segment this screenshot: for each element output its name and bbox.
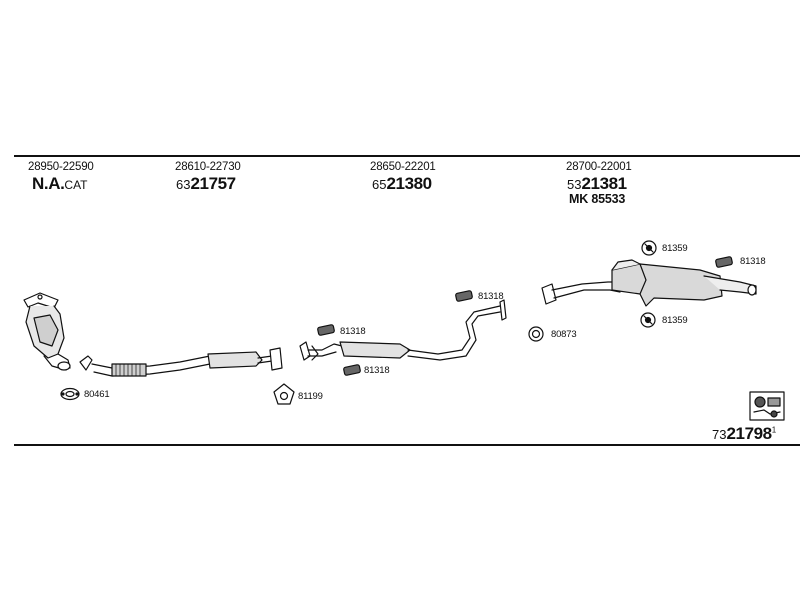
top-rule	[14, 155, 800, 157]
part-prefix-3: 65	[372, 177, 387, 192]
intermediate-pipe-drawing	[299, 299, 507, 361]
label-80461: 80461	[84, 389, 110, 400]
clamp-81359-bottom-drawing	[640, 312, 656, 328]
clamp-81359-top-drawing	[641, 240, 657, 256]
label-81359-top: 81359	[662, 243, 688, 254]
part-main-4: 21381	[581, 174, 627, 193]
label-81199: 81199	[298, 391, 323, 402]
front-pipe-drawing	[79, 347, 283, 377]
part-prefix-4: 53	[567, 177, 582, 192]
hanger-81318-drawing-d	[715, 256, 733, 268]
oe-number-2: 28610-22730	[175, 161, 241, 173]
gasket-80461-drawing	[60, 387, 80, 401]
label-81359-bottom: 81359	[662, 315, 688, 326]
mk-number: MK 85533	[569, 192, 626, 206]
part-number-4: 5321381	[567, 174, 627, 194]
cat-ref-small: CAT	[64, 178, 88, 192]
label-81318-d: 81318	[740, 256, 766, 267]
kit-number: 73217981	[712, 424, 776, 444]
label-81318-a: 81318	[340, 326, 366, 337]
kit-icon	[749, 391, 785, 421]
catalytic-converter-drawing	[23, 292, 71, 371]
part-main-3: 21380	[386, 174, 432, 193]
cat-label: N.A.CAT	[32, 174, 88, 194]
oe-number-4: 28700-22001	[566, 161, 632, 173]
part-prefix-2: 63	[176, 177, 191, 192]
hanger-81318-drawing-a	[317, 324, 335, 336]
part-number-3: 6521380	[372, 174, 432, 194]
kit-prefix: 73	[712, 427, 727, 442]
cat-ref-bold: N.A.	[32, 174, 65, 193]
label-80873: 80873	[551, 329, 577, 340]
part-number-2: 6321757	[176, 174, 236, 194]
hanger-81318-drawing-b	[343, 364, 361, 376]
gasket-81199-drawing	[273, 383, 295, 405]
label-81318-c: 81318	[478, 291, 504, 302]
rear-silencer-drawing	[541, 259, 757, 307]
part-main-2: 21757	[190, 174, 236, 193]
oe-number-1: 28950-22590	[28, 161, 94, 173]
kit-main: 21798	[726, 424, 772, 443]
oe-number-3: 28650-22201	[370, 161, 436, 173]
gasket-80873-drawing	[528, 326, 544, 342]
kit-suffix: 1	[771, 425, 777, 435]
label-81318-b: 81318	[364, 365, 390, 376]
bottom-rule	[14, 444, 800, 446]
hanger-81318-drawing-c	[455, 290, 473, 302]
